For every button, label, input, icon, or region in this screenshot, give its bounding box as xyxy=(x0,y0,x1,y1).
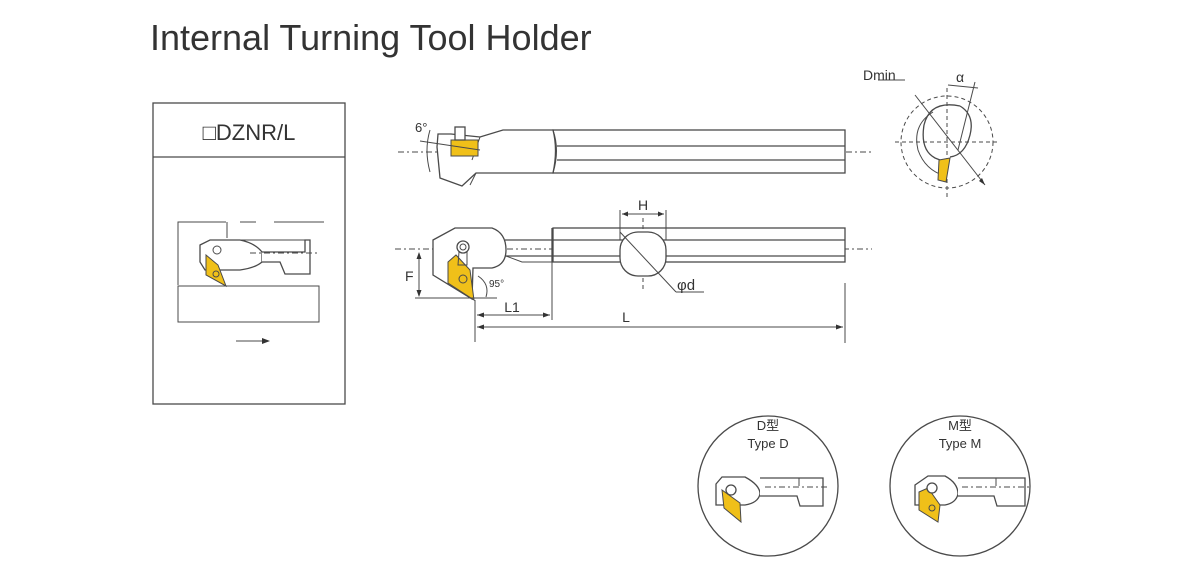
F-label: F xyxy=(405,268,414,284)
type-d-cn: D型 xyxy=(757,418,779,433)
screw-icon xyxy=(454,126,466,141)
end-view: Dmin α xyxy=(863,67,1000,200)
model-label: □DZNR/L xyxy=(203,120,296,145)
shank-section xyxy=(619,231,667,277)
type-m-detail: M型 Type M xyxy=(889,415,1031,557)
model-box: □DZNR/L xyxy=(152,102,346,405)
type-m-en: Type M xyxy=(939,436,982,451)
feed-arrow-icon xyxy=(262,338,270,344)
front-view: H φd F 95° L1 L xyxy=(395,197,872,343)
top-view: 6° xyxy=(398,120,872,187)
H-label: H xyxy=(638,197,648,213)
insert-icon xyxy=(721,488,742,524)
angle-95-label: 95° xyxy=(489,279,504,290)
insert-icon xyxy=(937,157,951,183)
d-label: φd xyxy=(677,277,695,294)
L1-label: L1 xyxy=(504,299,520,315)
type-d-en: Type D xyxy=(747,436,788,451)
angle-6-label: 6° xyxy=(415,120,427,135)
Dmin-label: Dmin xyxy=(863,67,896,83)
type-m-cn: M型 xyxy=(948,418,972,433)
L-label: L xyxy=(622,309,630,325)
boring-illustration xyxy=(177,221,324,344)
page-title: Internal Turning Tool Holder xyxy=(150,17,592,58)
alpha-label: α xyxy=(956,69,964,85)
type-d-detail: D型 Type D xyxy=(697,415,839,557)
insert-icon xyxy=(447,254,475,302)
